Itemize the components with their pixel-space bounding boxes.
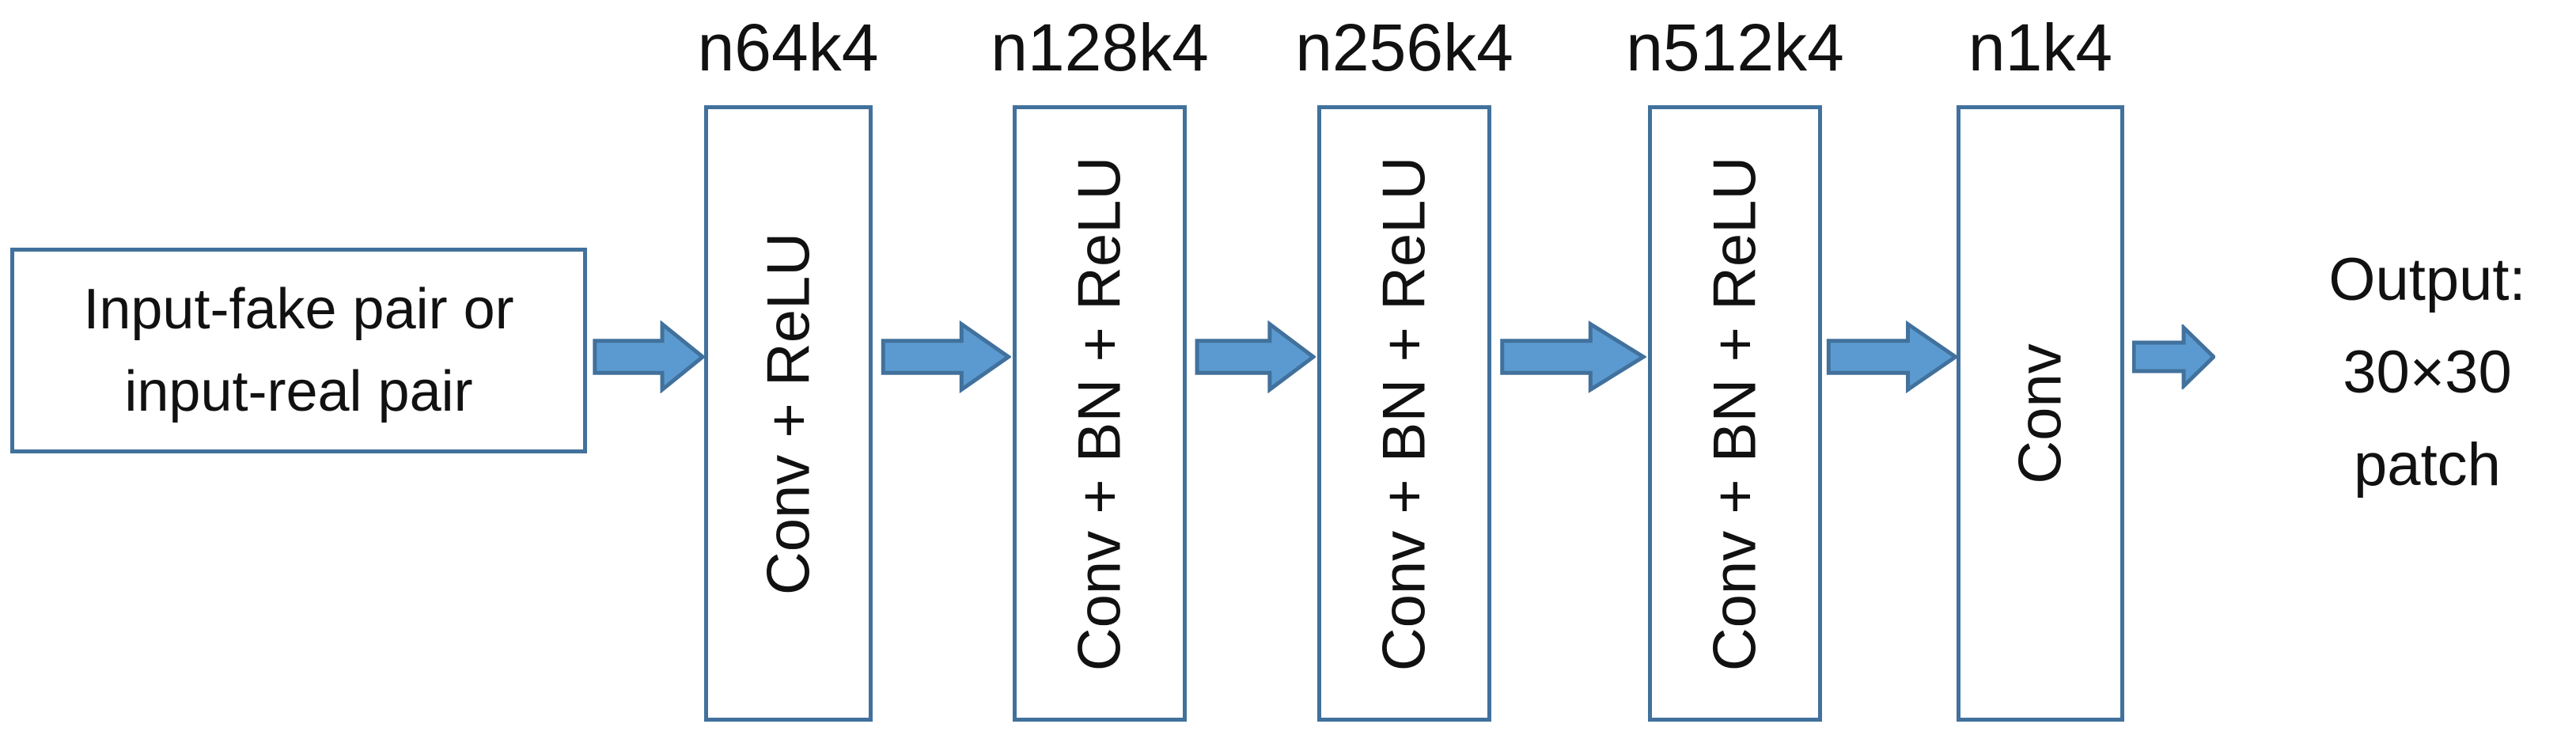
conv-block-5-ops-label: Conv bbox=[2006, 343, 2074, 484]
input-pair-box: Input-fake pair or input-real pair bbox=[10, 248, 587, 453]
flow-arrow-icon-6 bbox=[2132, 324, 2215, 389]
flow-arrow-icon-2 bbox=[881, 320, 1011, 393]
flow-arrow-icon-4 bbox=[1499, 320, 1646, 393]
conv-block-4-ops-label: Conv + BN + ReLU bbox=[1701, 156, 1769, 671]
conv-block-2-ops-label: Conv + BN + ReLU bbox=[1066, 156, 1134, 671]
flow-arrow-icon-5 bbox=[1826, 320, 1958, 393]
filter-label-4: n512k4 bbox=[1626, 10, 1844, 85]
input-pair-label-line2: input-real pair bbox=[124, 360, 473, 423]
filter-label-2: n128k4 bbox=[991, 10, 1209, 85]
input-pair-label-line1: Input-fake pair or bbox=[83, 278, 514, 341]
flow-arrow-icon-3 bbox=[1195, 320, 1316, 393]
conv-block-1-ops-label: Conv + ReLU bbox=[755, 232, 822, 595]
output-label-line2: 30×30 bbox=[2343, 339, 2512, 406]
output-label-line1: Output: bbox=[2328, 246, 2526, 313]
output-label-line3: patch bbox=[2354, 431, 2501, 498]
filter-label-3: n256k4 bbox=[1295, 10, 1513, 85]
conv-block-1: Conv + ReLU bbox=[704, 105, 873, 722]
output-label: Output: 30×30 patch bbox=[2279, 233, 2576, 511]
filter-label-5: n1k4 bbox=[1968, 10, 2113, 85]
conv-block-4: Conv + BN + ReLU bbox=[1648, 105, 1822, 722]
conv-block-3-ops-label: Conv + BN + ReLU bbox=[1370, 156, 1438, 671]
flow-arrow-icon-1 bbox=[593, 320, 705, 393]
conv-block-2: Conv + BN + ReLU bbox=[1013, 105, 1187, 722]
filter-label-1: n64k4 bbox=[697, 10, 879, 85]
conv-block-5: Conv bbox=[1957, 105, 2124, 722]
conv-block-3: Conv + BN + ReLU bbox=[1317, 105, 1491, 722]
